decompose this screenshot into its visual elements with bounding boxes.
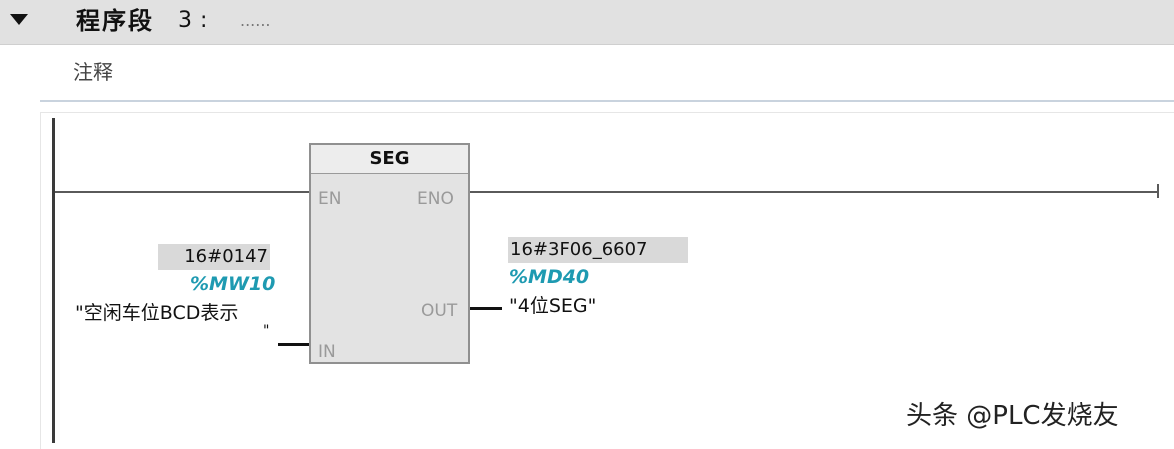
in-wire: [278, 343, 309, 346]
pin-out: OUT: [421, 301, 458, 321]
seg-instruction-box[interactable]: SEG EN ENO OUT IN: [309, 143, 470, 364]
network-number: 3: [178, 8, 192, 33]
pin-in: IN: [318, 342, 336, 362]
output-monitor-value: 16#3F06_6607: [508, 237, 688, 263]
pin-eno: ENO: [417, 189, 454, 209]
network-comment-text: 注释: [73, 60, 113, 84]
pin-en: EN: [318, 189, 342, 209]
network-colon: :: [200, 8, 208, 33]
output-address[interactable]: %MD40: [509, 266, 590, 288]
input-monitor-value: 16#0147: [158, 244, 270, 270]
rung-wire-left: [55, 191, 309, 193]
output-symbol[interactable]: "4位SEG": [509, 295, 597, 317]
network-title-field[interactable]: ......: [240, 11, 271, 30]
watermark: 头条 @PLC发烧友: [906, 401, 1119, 431]
input-address[interactable]: %MW10: [190, 273, 276, 295]
ladder-area: [40, 112, 1174, 449]
network-title: 程序段: [76, 7, 154, 35]
rung-end-marker: [1157, 184, 1159, 198]
network-comment[interactable]: 注释: [40, 48, 1174, 102]
left-power-rail: [52, 118, 55, 443]
out-wire: [470, 307, 502, 310]
network-header: 程序段 3 : ......: [0, 0, 1174, 45]
collapse-triangle-icon[interactable]: [10, 14, 28, 25]
input-symbol[interactable]: "空闲车位BCD表示: [75, 302, 239, 324]
input-symbol-tail: ": [263, 323, 270, 339]
rung-wire-right: [470, 191, 1159, 193]
instruction-name: SEG: [311, 145, 468, 174]
